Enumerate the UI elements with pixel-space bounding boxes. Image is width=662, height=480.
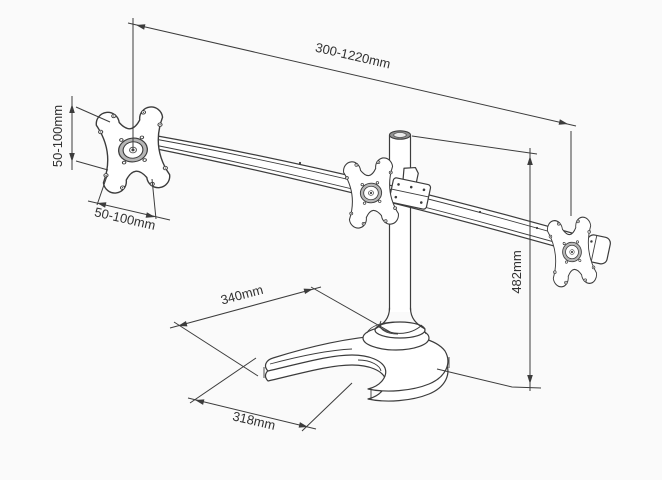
pole-clamp (388, 166, 432, 210)
base-width-label: 318mm (231, 408, 277, 432)
dimension-vesa-height: 50-100mm (50, 96, 111, 171)
vesa-width-label: 50-100mm (93, 204, 157, 233)
vesa-height-label: 50-100mm (50, 105, 65, 167)
dimension-stand-height: 482mm (411, 135, 542, 391)
base-boss (362, 320, 430, 351)
arm-span-label: 300-1220mm (314, 40, 392, 72)
monitor-stand (94, 104, 611, 402)
stand-height-label: 482mm (509, 250, 524, 293)
